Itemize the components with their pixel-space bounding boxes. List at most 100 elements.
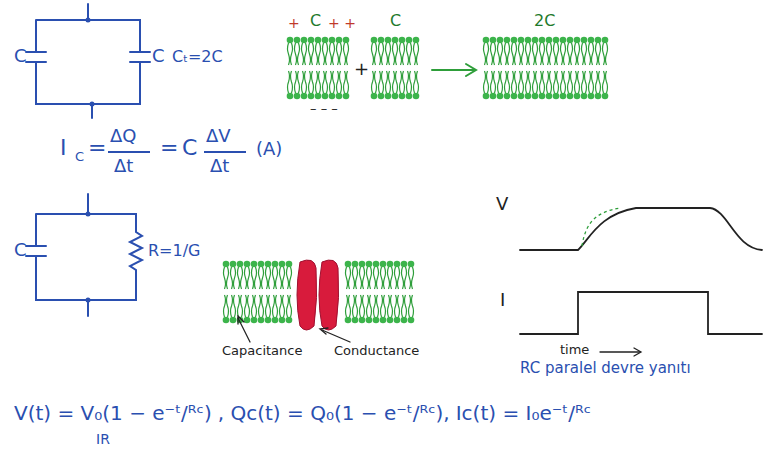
- lipid-head: [553, 93, 560, 100]
- lipid-head: [546, 93, 553, 100]
- lipid-head: [380, 317, 387, 324]
- lipid-tail: [407, 43, 412, 93]
- lipid-tail: [491, 43, 496, 93]
- lipid-head: [279, 261, 286, 268]
- lipid-tail: [374, 267, 379, 317]
- lipid-tail: [224, 267, 229, 317]
- lipid-head: [287, 37, 294, 44]
- lipid-tail: [337, 43, 342, 93]
- lipid-head: [602, 93, 609, 100]
- lipid-head: [399, 37, 406, 44]
- lipid-tail: [360, 267, 365, 317]
- label: =: [160, 136, 178, 160]
- lipid-tail: [245, 267, 250, 317]
- lipid-head: [265, 317, 272, 324]
- lipid-head: [483, 93, 490, 100]
- lipid-tail: [295, 43, 300, 93]
- lipid-head: [581, 37, 588, 44]
- lipid-head: [581, 93, 588, 100]
- lipid-tail: [288, 43, 293, 93]
- lipid-head: [504, 93, 511, 100]
- lipid-tail: [393, 43, 398, 93]
- label: V(t) = V₀(1 − e⁻ᵗ/ᴿᶜ): [14, 402, 212, 424]
- lipid-head: [223, 261, 230, 268]
- lipid-head: [308, 37, 315, 44]
- lipid-tail: [526, 43, 531, 93]
- lipid-tail: [367, 267, 372, 317]
- lipid-head: [518, 37, 525, 44]
- lipid-head: [497, 37, 504, 44]
- label: C: [182, 136, 197, 160]
- lipid-head: [497, 93, 504, 100]
- lipid-head: [595, 37, 602, 44]
- lipid-head: [279, 317, 286, 324]
- label: R=1/G: [148, 242, 201, 260]
- lipid-head: [329, 93, 336, 100]
- lipid-head: [602, 37, 609, 44]
- lipid-tail: [231, 267, 236, 317]
- lipid-head: [539, 93, 546, 100]
- lipid-head: [560, 37, 567, 44]
- lipid-head: [336, 37, 343, 44]
- lipid-head: [366, 261, 373, 268]
- lipid-tail: [505, 43, 510, 93]
- lipid-head: [294, 93, 301, 100]
- lipid-head: [352, 317, 359, 324]
- label: Capacitance: [222, 344, 302, 358]
- lipid-head: [230, 317, 237, 324]
- merge-arrow: [432, 64, 476, 76]
- label: +: [354, 59, 369, 79]
- lipid-head: [272, 261, 279, 268]
- label: IR: [96, 432, 110, 447]
- lipid-tail: [252, 267, 257, 317]
- lipid-head: [371, 37, 378, 44]
- lipid-head: [413, 93, 420, 100]
- lipid-head: [265, 261, 272, 268]
- lipid-head: [315, 37, 322, 44]
- label: Conductance: [334, 344, 419, 358]
- lipid-head: [408, 261, 415, 268]
- lipid-bilayer: [223, 37, 609, 324]
- lipid-head: [336, 93, 343, 100]
- lipid-tail: [519, 43, 524, 93]
- lipid-head: [387, 261, 394, 268]
- lipid-tail: [273, 267, 278, 317]
- lipid-head: [511, 93, 518, 100]
- label: +: [288, 16, 300, 31]
- lipid-tail: [414, 43, 419, 93]
- lipid-head: [385, 37, 392, 44]
- label: – – –: [310, 102, 338, 116]
- lipid-tail: [589, 43, 594, 93]
- lipid-tail: [596, 43, 601, 93]
- lipid-head: [511, 37, 518, 44]
- lipid-tail: [266, 267, 271, 317]
- label: C: [14, 46, 27, 66]
- lipid-head: [525, 93, 532, 100]
- lipid-tail: [402, 267, 407, 317]
- lipid-head: [595, 93, 602, 100]
- lipid-head: [532, 93, 539, 100]
- label: C: [390, 12, 401, 30]
- lipid-head: [567, 93, 574, 100]
- label: Cₜ=2C: [172, 48, 223, 66]
- label: time: [560, 343, 589, 357]
- label: =: [88, 136, 106, 160]
- label: Δt: [210, 156, 229, 176]
- lipid-tail: [575, 43, 580, 93]
- lipid-tail: [568, 43, 573, 93]
- lipid-head: [251, 261, 258, 268]
- lipid-head: [387, 317, 394, 324]
- lipid-tail: [533, 43, 538, 93]
- lipid-tail: [259, 267, 264, 317]
- lipid-head: [322, 93, 329, 100]
- lipid-head: [272, 317, 279, 324]
- lipid-head: [560, 93, 567, 100]
- lipid-tail: [372, 43, 377, 93]
- lipid-head: [366, 317, 373, 324]
- lipid-head: [392, 93, 399, 100]
- lipid-head: [532, 37, 539, 44]
- lipid-tail: [603, 43, 608, 93]
- label: ΔQ: [110, 126, 136, 146]
